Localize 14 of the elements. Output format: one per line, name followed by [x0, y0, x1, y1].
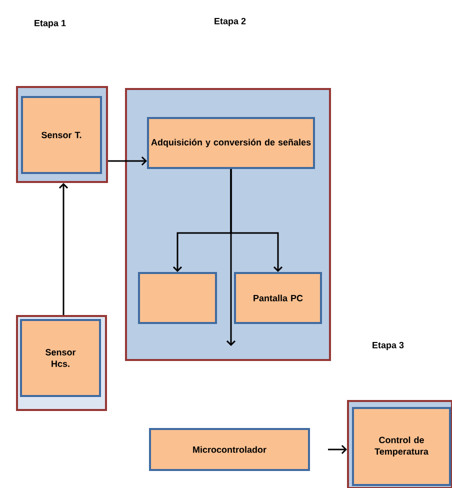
stage-label: Etapa 3: [372, 342, 404, 350]
process-box: Sensor Hcs.: [20, 319, 101, 397]
arrow: [58, 183, 68, 315]
stage-label: Etapa 1: [34, 20, 66, 28]
process-box: Adquisición y conversión de señales: [147, 117, 315, 169]
process-box: Control de Temperatura: [352, 407, 451, 486]
arrow: [328, 444, 347, 454]
arrow: [108, 156, 147, 166]
stage-label: Etapa 2: [214, 18, 246, 26]
arrow: [226, 169, 236, 346]
process-box: Pantalla PC: [234, 272, 322, 324]
process-box: Microcontrolador: [149, 428, 310, 471]
process-box: Sensor T.: [21, 96, 102, 174]
process-box: [138, 272, 217, 324]
